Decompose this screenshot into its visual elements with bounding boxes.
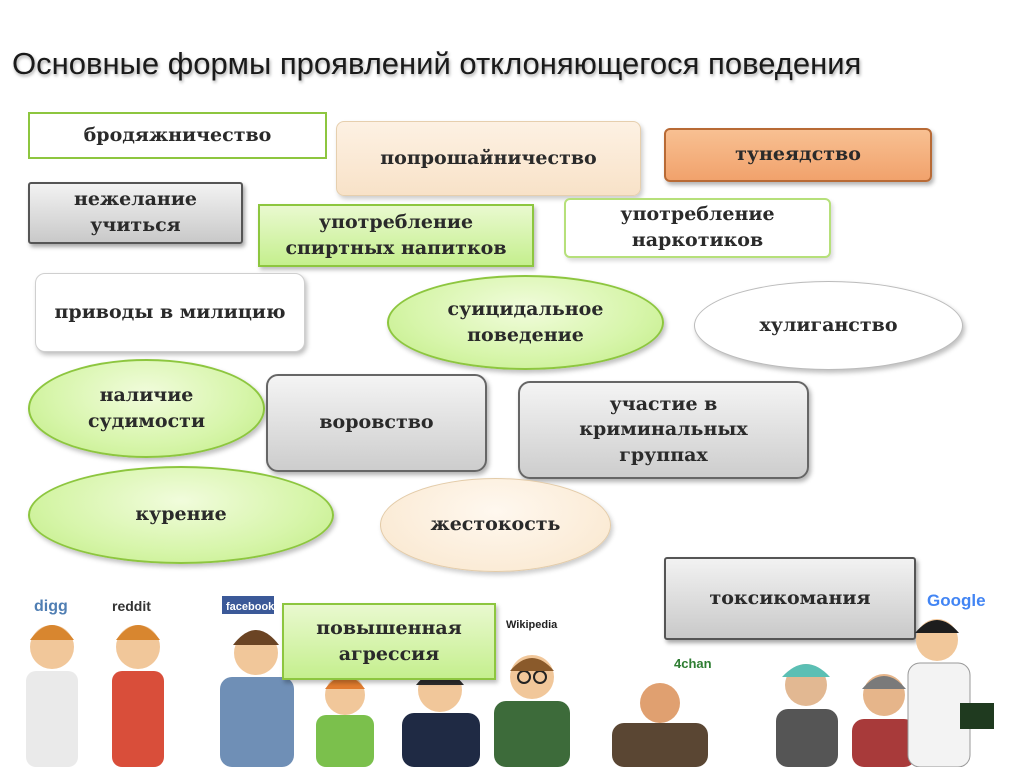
character-reddit [112,625,164,767]
node-unwillingness-to-study: нежелание учиться [28,182,243,244]
node-police: приводы в милицию [35,273,305,352]
character-4chan [612,683,708,767]
character-google [907,619,994,767]
character-facebook [220,630,294,767]
facebook-logo-box [222,596,274,614]
character-hoodie [402,668,480,767]
node-cruelty: жестокость [380,478,611,572]
slide-title: Основные формы проявлений отклоняющегося… [12,46,862,81]
character-beanie [852,674,916,767]
wikipedia-logo: Wikipedia [506,619,558,631]
cartoon-characters-illustration: digg reddit facebook Wikipedia 4chan Goo… [26,591,994,767]
facebook-logo: facebook [226,601,275,613]
character-cap [776,664,838,767]
node-suicidal: суицидальное поведение [387,275,664,370]
node-parasitism: тунеядство [664,128,932,182]
digg-logo: digg [34,598,68,615]
node-hooliganism: хулиганство [694,281,963,370]
node-begging: попрошайничество [336,121,641,196]
node-theft: воровство [266,374,487,472]
node-criminal-groups: участие в криминальных группах [518,381,809,479]
character-glasses [494,655,570,767]
node-vagrancy: бродяжничество [28,112,327,159]
character-digg [26,625,78,767]
fourchan-logo: 4chan [674,656,712,671]
node-drugs: употребление наркотиков [564,198,831,258]
google-logo: Google [927,591,986,610]
node-alcohol: употребление спиртных напитков [258,204,534,267]
node-conviction: наличие судимости [28,359,265,458]
node-substance-abuse: токсикомания [664,557,916,640]
node-aggression: повышенная агрессия [282,603,496,680]
node-smoking: курение [28,466,334,564]
reddit-logo: reddit [112,598,151,614]
character-boy [316,675,374,767]
